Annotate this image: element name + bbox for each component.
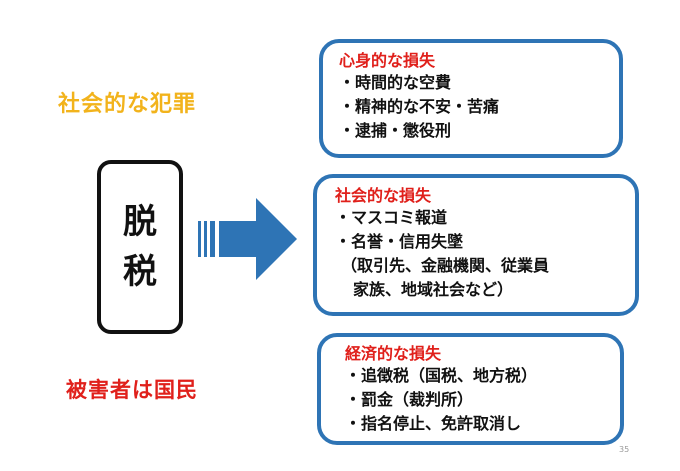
box-item: ・時間的な空費 bbox=[339, 73, 452, 92]
box-item: ・逮捕・懲役刑 bbox=[339, 121, 452, 140]
box-economic-loss: 経済的な損失 ・追徴税（国税、地方税） ・罰金（裁判所） ・指名停止、免許取消し bbox=[317, 333, 624, 445]
arrow-stripe-2 bbox=[204, 221, 207, 257]
box-title: 心身的な損失 bbox=[339, 51, 436, 70]
box-item: ・指名停止、免許取消し bbox=[345, 414, 522, 433]
box-item-note: （取引先、金融機関、従業員 bbox=[341, 256, 550, 275]
box-mental-physical-loss: 心身的な損失 ・時間的な空費 ・精神的な不安・苦痛 ・逮捕・懲役刑 bbox=[319, 39, 623, 158]
box-social-loss: 社会的な損失 ・マスコミ報道 ・名誉・信用失墜 （取引先、金融機関、従業員 家族… bbox=[313, 174, 639, 316]
box-item: ・名誉・信用失墜 bbox=[335, 232, 464, 251]
tax-char-2: 税 bbox=[123, 252, 157, 292]
box-item: ・追徴税（国税、地方税） bbox=[345, 366, 538, 385]
right-arrow-icon bbox=[198, 198, 297, 280]
box-item: ・罰金（裁判所） bbox=[345, 390, 474, 409]
social-crime-label: 社会的な犯罪 bbox=[58, 92, 197, 117]
tax-char-1: 脱 bbox=[123, 202, 157, 242]
arrow-body bbox=[219, 198, 297, 280]
box-item: ・マスコミ報道 bbox=[335, 208, 448, 227]
page-number: 35 bbox=[619, 445, 630, 454]
box-title: 経済的な損失 bbox=[345, 344, 442, 363]
arrow-stripe-1 bbox=[198, 221, 201, 257]
box-item-note: 家族、地域社会など） bbox=[353, 280, 514, 299]
box-item: ・精神的な不安・苦痛 bbox=[339, 97, 500, 116]
tax-evasion-box: 脱 税 bbox=[97, 160, 183, 334]
arrow-stripe-3 bbox=[210, 221, 215, 257]
victim-label: 被害者は国民 bbox=[66, 378, 198, 402]
box-title: 社会的な損失 bbox=[335, 186, 432, 205]
